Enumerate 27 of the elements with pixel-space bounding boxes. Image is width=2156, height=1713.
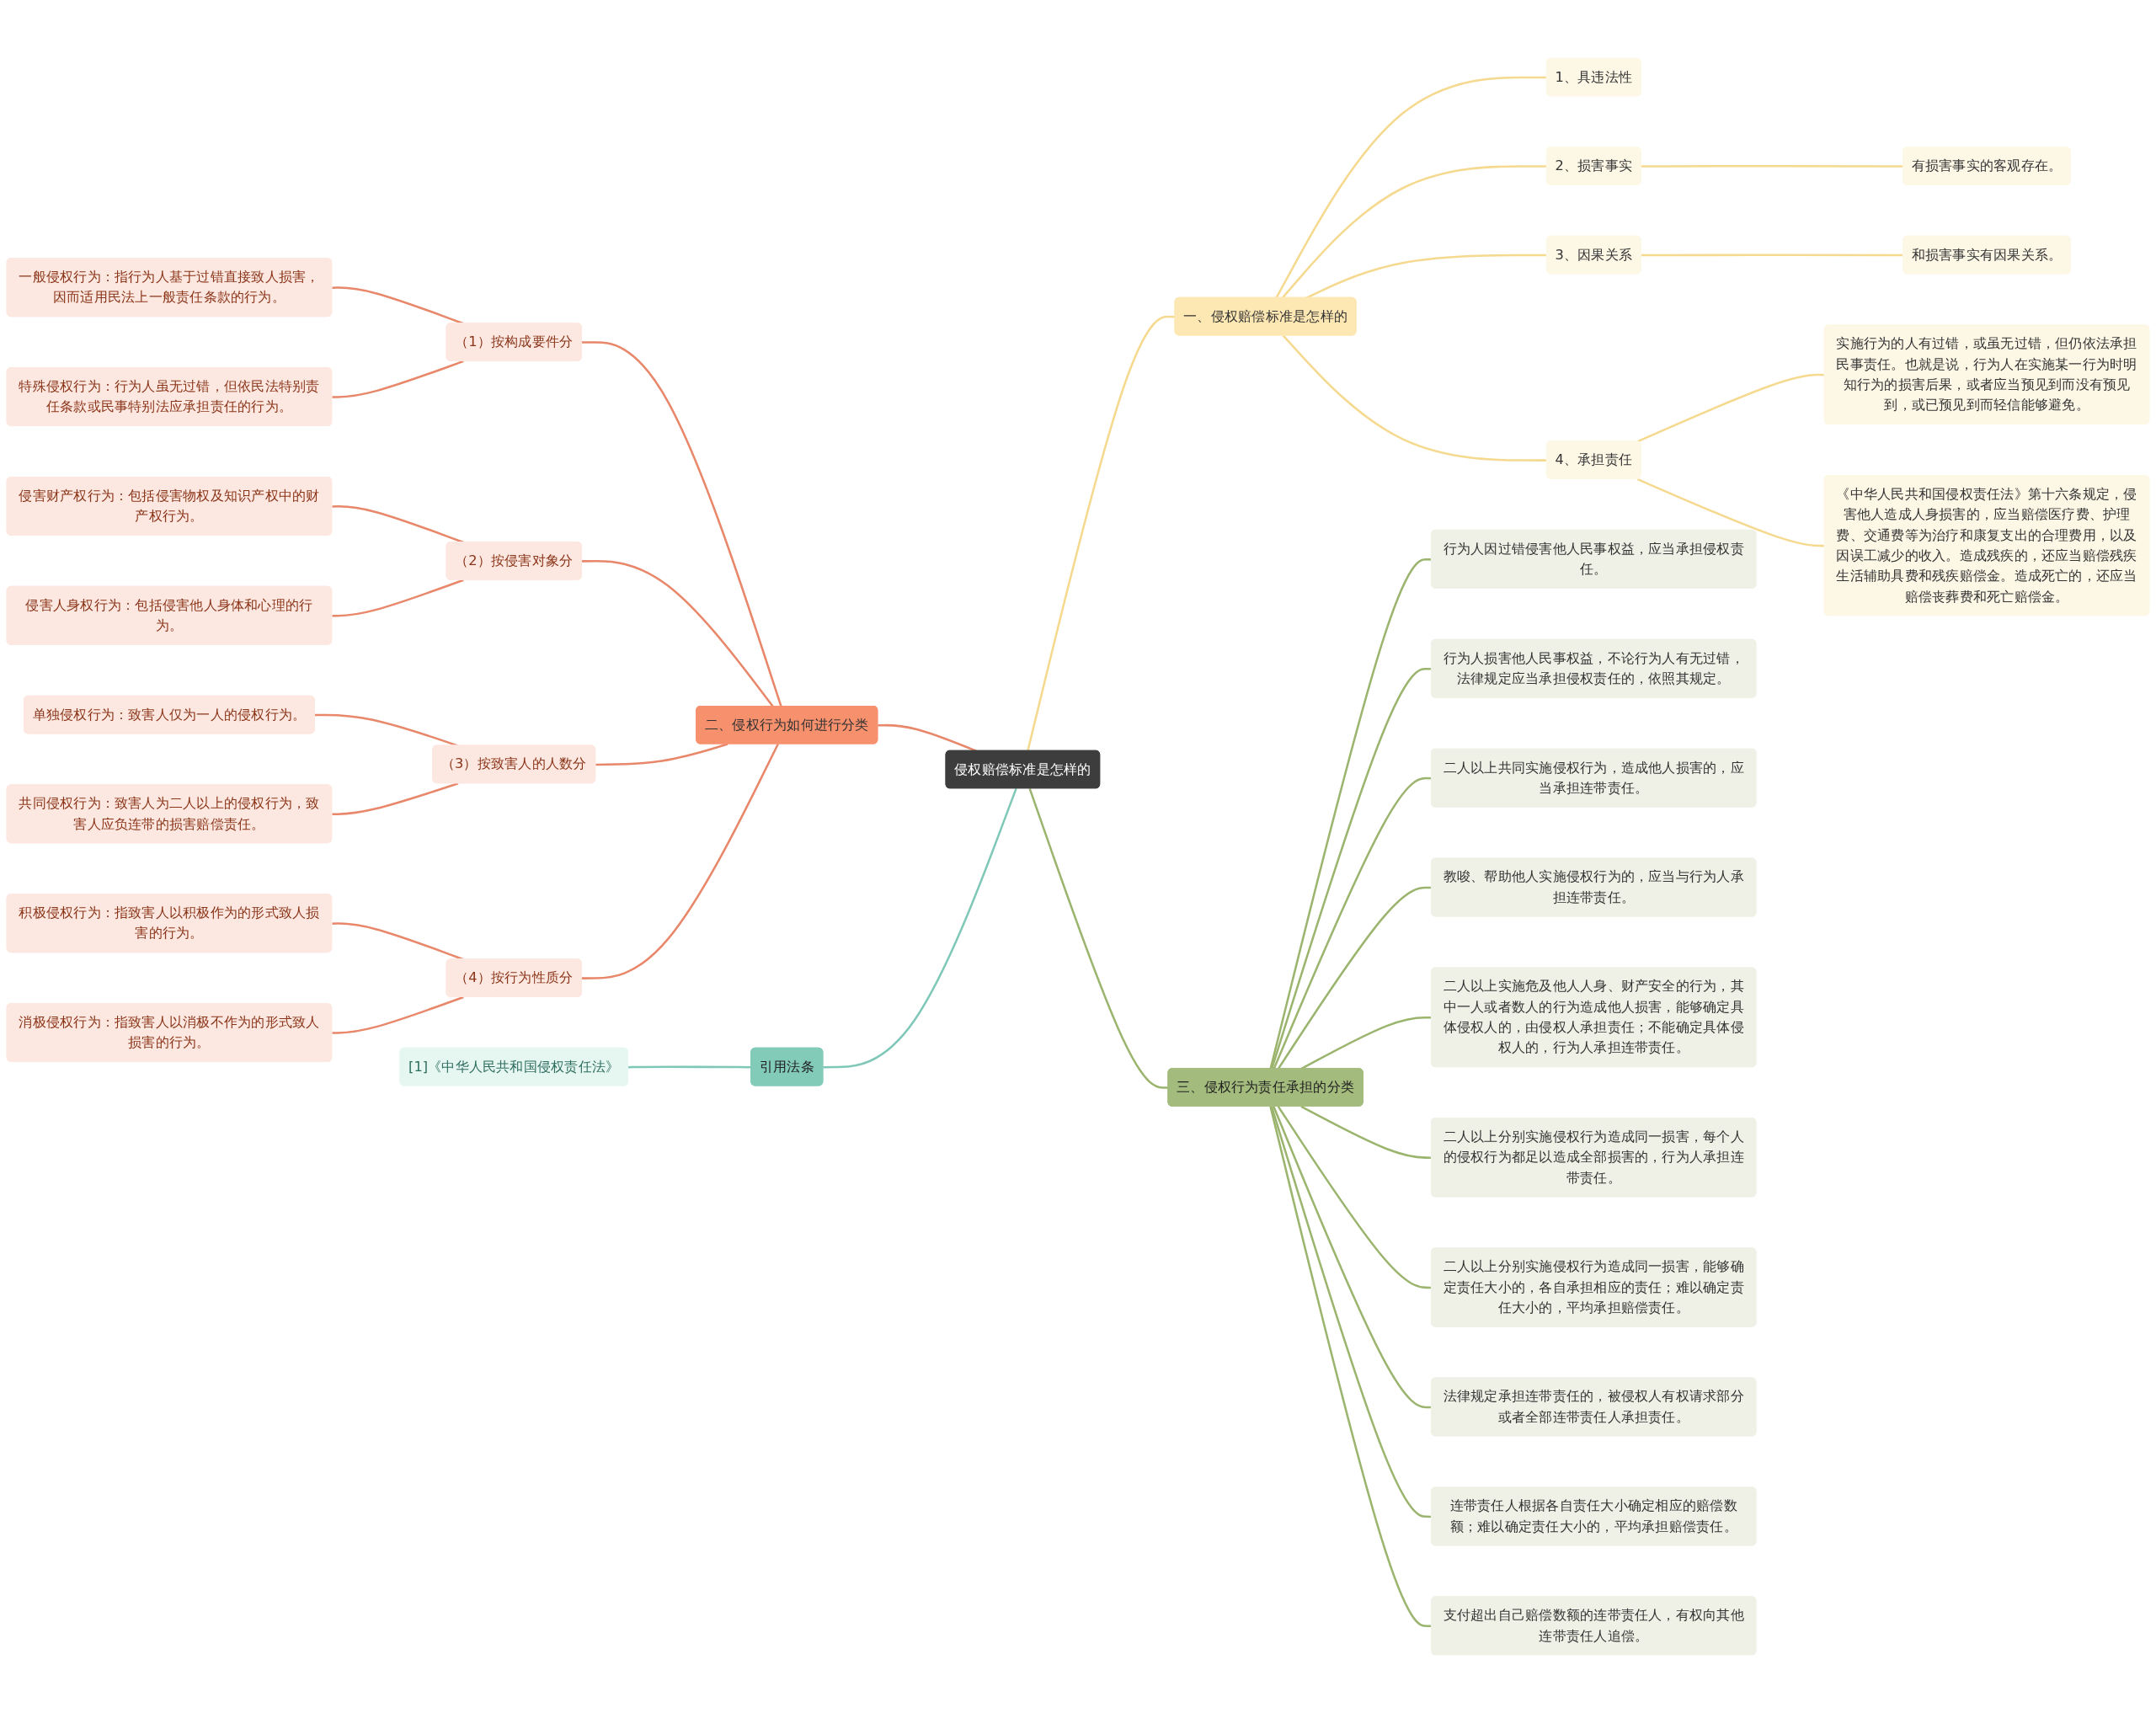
connector	[1269, 1106, 1432, 1628]
connector	[1636, 478, 1825, 547]
connector	[1300, 1105, 1432, 1159]
connector	[1305, 253, 1547, 299]
connector	[1273, 776, 1432, 1070]
connector	[595, 743, 728, 766]
connector	[1636, 373, 1825, 443]
connector	[1281, 165, 1547, 299]
connector	[582, 341, 782, 707]
connector	[1273, 1106, 1432, 1409]
connector	[332, 360, 464, 398]
connector	[582, 560, 774, 707]
connector	[314, 713, 459, 747]
connector	[332, 579, 464, 617]
connector	[1275, 76, 1547, 299]
connector	[1270, 1106, 1432, 1518]
connector	[332, 995, 464, 1034]
connector	[1270, 667, 1432, 1070]
connector	[1027, 315, 1176, 751]
connector	[878, 723, 977, 752]
connector	[1277, 886, 1432, 1070]
connector	[332, 782, 459, 816]
connector	[1282, 334, 1547, 462]
connector	[823, 787, 1017, 1069]
connector	[1269, 558, 1432, 1070]
connector	[582, 744, 779, 979]
connector	[1277, 1106, 1432, 1289]
